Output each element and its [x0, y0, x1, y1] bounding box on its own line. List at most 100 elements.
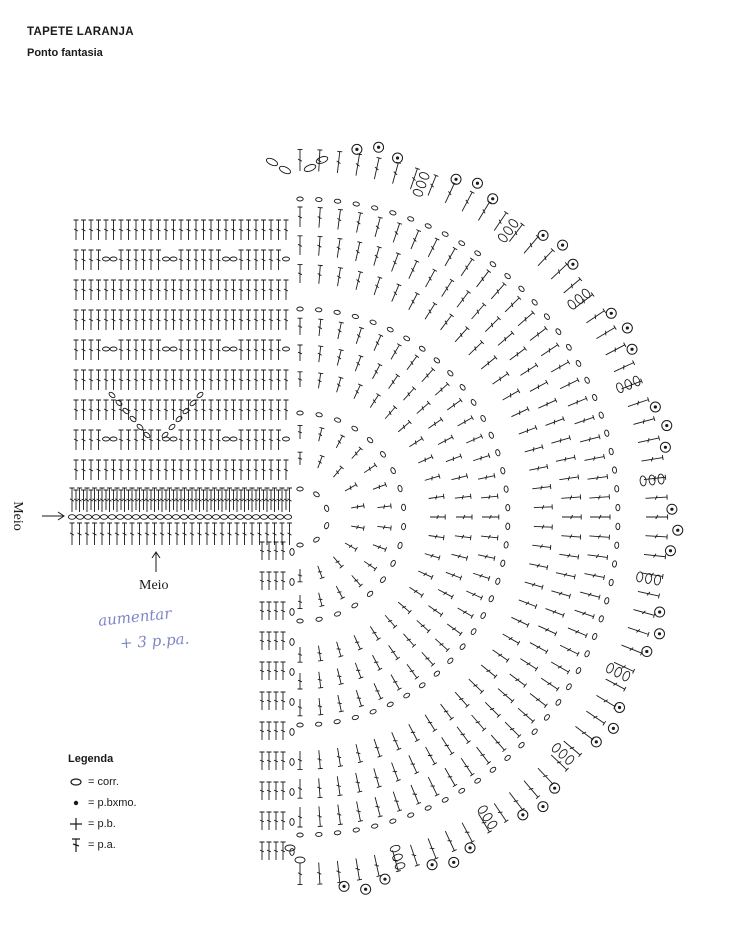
stitch-mark — [103, 489, 109, 510]
stitch-mark — [148, 369, 154, 390]
stitch-mark — [276, 339, 281, 360]
chain-mark — [458, 240, 466, 247]
stitch-mark — [249, 522, 255, 545]
stitch-mark — [272, 487, 277, 512]
stitch-mark — [283, 459, 289, 480]
stitch-mark — [96, 429, 101, 450]
stitch-mark — [355, 858, 363, 881]
stitch-mark — [141, 249, 146, 270]
stitch-mark — [444, 830, 457, 853]
stitch-mark — [96, 339, 101, 360]
stitch-mark — [317, 149, 323, 172]
stitch-mark — [268, 489, 274, 510]
meio-arrows — [42, 511, 161, 572]
stitch-mark — [266, 571, 272, 590]
stitch-mark — [88, 309, 94, 330]
stitch-mark — [336, 641, 344, 658]
stitch-mark — [88, 489, 94, 510]
chain-mark — [397, 484, 403, 493]
stitch-mark — [550, 359, 571, 373]
stitch-mark — [96, 489, 101, 510]
stitch-mark — [297, 235, 303, 255]
chain-oval-icon — [70, 777, 82, 786]
stitch-mark — [477, 200, 492, 221]
stitch-mark — [517, 310, 536, 327]
chain-mark — [624, 379, 633, 390]
chain-mark — [109, 256, 118, 262]
stitch-mark — [410, 844, 420, 867]
chain-mark — [289, 668, 295, 676]
stitch-mark — [77, 487, 82, 512]
stitch-mark — [238, 399, 244, 420]
stitch-mark — [201, 279, 206, 300]
chain-mark — [566, 683, 572, 691]
stitch-mark — [266, 841, 272, 860]
stitch-mark — [484, 316, 501, 333]
stitch-mark — [242, 487, 247, 512]
stitch-mark — [317, 454, 325, 469]
stitch-mark — [336, 267, 344, 287]
stitch-mark — [223, 369, 229, 390]
stitch-mark — [259, 541, 265, 560]
chain-mark — [497, 233, 508, 243]
stitch-mark — [114, 487, 120, 512]
stitch-mark — [344, 542, 358, 552]
chain-mark — [351, 602, 359, 609]
stitch-mark — [273, 541, 279, 560]
stitch-mark — [88, 279, 94, 300]
stitch-mark — [141, 399, 146, 420]
stitch-mark — [425, 268, 438, 288]
stitch-mark — [497, 688, 515, 704]
stitch-mark — [193, 369, 199, 390]
stitch-mark — [266, 691, 272, 710]
chain-mark — [115, 514, 125, 520]
stitch-mark — [141, 219, 146, 240]
stitch-mark — [193, 279, 199, 300]
stitch-mark — [437, 589, 454, 600]
stitch-mark — [111, 489, 116, 510]
chain-mark — [179, 514, 189, 520]
stitch-mark — [208, 369, 214, 390]
chain-mark — [315, 616, 323, 622]
stitch-mark — [96, 219, 101, 240]
picot-mark — [537, 229, 549, 241]
stitch-mark — [441, 737, 455, 756]
stitch-mark — [336, 747, 344, 767]
stitch-mark — [259, 691, 265, 710]
chain-mark — [424, 223, 432, 229]
chain-mark — [412, 189, 424, 197]
stitch-mark — [646, 514, 669, 520]
stitch-mark — [246, 249, 251, 270]
stitch-mark — [297, 595, 303, 610]
stitch-mark — [517, 707, 536, 724]
stitch-mark — [353, 383, 363, 399]
stitch-mark — [216, 279, 221, 300]
stitch-mark — [317, 235, 323, 256]
stitch-mark — [418, 454, 434, 464]
chain-mark — [489, 261, 497, 268]
stitch-mark — [259, 841, 265, 860]
chain-mark — [394, 862, 406, 870]
stitch-mark — [276, 279, 281, 300]
stitch-mark — [88, 249, 94, 270]
stitch-mark — [283, 219, 289, 240]
stitch-mark — [645, 494, 668, 500]
stitch-mark — [551, 590, 571, 599]
chain-mark — [418, 345, 426, 352]
stitch-mark — [317, 372, 324, 389]
chain-mark — [289, 848, 295, 856]
chain-mark — [503, 541, 509, 549]
stitch-mark — [148, 429, 154, 450]
chain-mark — [380, 576, 386, 583]
stitch-mark — [77, 522, 82, 545]
stitch-mark — [391, 283, 402, 302]
chain-mark — [122, 407, 130, 415]
stitch-mark — [523, 234, 541, 254]
stitch-mark — [490, 734, 507, 753]
stitch-mark — [540, 677, 560, 692]
picot-mark — [471, 177, 483, 189]
stitch-mark — [374, 797, 383, 818]
stitch-mark — [156, 339, 161, 360]
stitch-mark — [73, 489, 79, 510]
stitch-mark — [518, 599, 538, 609]
